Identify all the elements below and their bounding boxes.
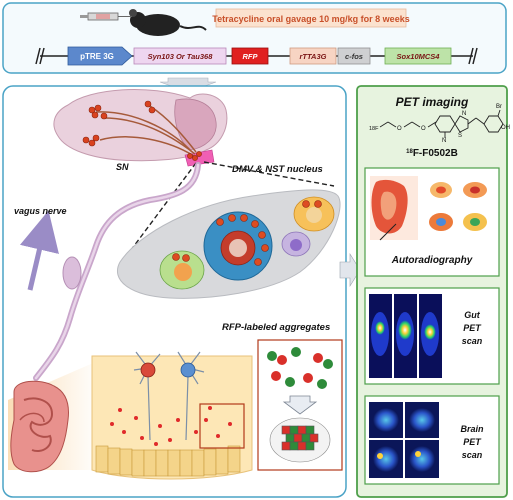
aggregates-label: RFP-labeled aggregates [222,322,330,333]
mouse-icon [129,9,207,36]
nodose-ganglion [62,256,82,290]
svg-text:O: O [397,126,402,132]
construct-panel: Tetracycline oral gavage 10 mg/kg for 8 … [2,2,507,74]
brain-pet-panel: Brain PET scan [364,395,500,485]
cerebellum [174,98,217,151]
brain-illustration: SN [53,89,228,172]
svg-text:Syn103 Or Tau368: Syn103 Or Tau368 [148,52,214,61]
dmv-nst-nucleus [117,189,341,299]
protocol-text: Tetracycline oral gavage 10 mg/kg for 8 … [212,14,409,24]
gut-pet-panel: Gut PET scan [364,287,500,385]
svg-text:18F: 18F [369,126,379,132]
svg-text:Autoradiography: Autoradiography [391,255,473,266]
vagus-nerve [33,162,201,381]
neuron-soma-blue [180,362,196,378]
intestine-illustration [8,360,100,473]
compound-name: 18F-F0502B [406,148,458,159]
construct-cfos [337,47,371,65]
construct-ptre3g [67,46,133,66]
svg-text:scan: scan [462,450,483,460]
dmv-nst-label: DMV & NST nucleus [232,164,323,175]
autoradiography-panel: Autoradiography [364,167,500,277]
svg-text:PET: PET [463,437,482,447]
svg-text:N: N [462,111,466,117]
svg-text:Brain: Brain [460,424,484,434]
svg-text:Sox10MCS4: Sox10MCS4 [397,52,441,61]
svg-text:PET: PET [463,323,482,333]
ascending-arrow [19,210,59,291]
flow-arrow-right [339,252,361,288]
construct-rfp [231,47,269,65]
svg-text:scan: scan [462,336,483,346]
svg-text:RFP: RFP [243,52,259,61]
svg-text:c-fos: c-fos [345,52,363,61]
pet-title: PET imaging [396,95,469,109]
vagus-label: vagus nerve [14,206,67,216]
aggregation-arrow [282,395,318,415]
aggregate-detail-box [257,339,343,471]
protocol-banner [215,8,407,28]
svg-text:rTTA3G: rTTA3G [300,52,327,61]
svg-text:S: S [458,133,462,139]
construct-sox10 [384,47,452,65]
sn-label: SN [116,162,129,172]
svg-text:N: N [442,138,446,144]
compound-structure [379,109,504,138]
construct-rtta3g [289,47,337,65]
gut-tissue-section [91,351,253,480]
construct-syn-tau [133,47,227,65]
svg-text:pTRE 3G: pTRE 3G [80,52,114,61]
syringe-icon [80,12,132,21]
pet-panel: PET imaging 18F O O N S N Br OH 18F-F050… [356,85,510,498]
svg-text:Br: Br [496,104,502,110]
neuron-soma-red [140,362,156,378]
svg-text:O: O [421,126,426,132]
svg-text:OH: OH [501,125,510,131]
svg-text:Gut: Gut [464,310,480,320]
